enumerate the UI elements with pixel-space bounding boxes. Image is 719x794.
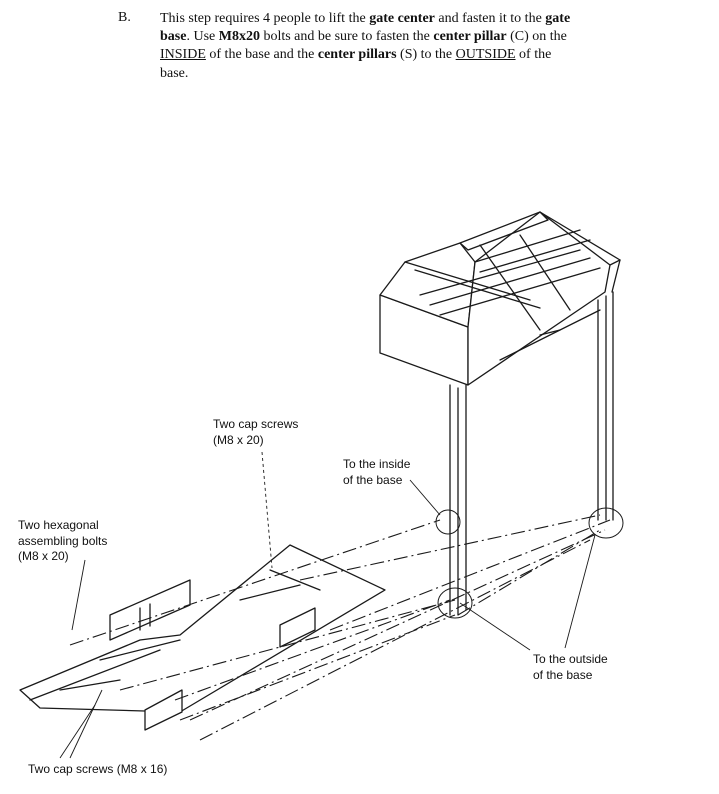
step-text-part: of the base.	[160, 47, 552, 81]
step-text-part: and fasten it to the	[434, 11, 546, 26]
inside-term: INSIDE	[160, 47, 206, 63]
cap-screws-top-callout: Two cap screws (M8 x 20)	[213, 417, 298, 448]
step-text-part: (S) to the	[396, 47, 456, 63]
cap-screws-bottom-callout: Two cap screws (M8 x 16)	[28, 762, 167, 778]
step-text-part: (C) on the	[506, 29, 567, 45]
callout-line: (M8 x 20)	[18, 549, 69, 564]
callout-line: Two hexagonal	[18, 518, 99, 532]
callout-line: (M8 x 20)	[213, 432, 264, 447]
callout-line: To the outside	[533, 652, 608, 666]
outside-callout: To the outside of the base	[533, 652, 608, 683]
inside-detail-circle	[435, 509, 461, 535]
callout-line: To the inside	[343, 457, 411, 471]
callout-line: assembling bolts	[18, 533, 108, 548]
gate-base	[19, 544, 386, 731]
center-pillars-term: center pillars	[317, 47, 397, 63]
step-text-part: of the base and the	[205, 47, 318, 63]
outside-term: OUTSIDE	[455, 47, 516, 63]
alignment-lines	[69, 514, 611, 741]
step-text-part: This step requires 4 people to lift the	[160, 11, 370, 26]
gate-base-term: gate base	[160, 11, 571, 45]
detail-circles	[435, 507, 624, 619]
outside-detail-circle	[437, 587, 473, 619]
step-text-part: . Use	[186, 29, 219, 45]
leader-lines	[59, 451, 596, 759]
inside-callout: To the inside of the base	[343, 457, 410, 488]
bolt-spec-term: M8x20	[218, 29, 260, 45]
step-instructions: This step requires 4 people to lift the …	[160, 10, 580, 83]
outside-detail-circle	[588, 507, 624, 539]
center-pillar-c	[449, 384, 467, 616]
gate-center-term: gate center	[369, 11, 435, 26]
callout-line: of the base	[343, 472, 403, 487]
gate-center-header	[379, 211, 621, 386]
center-pillar-s	[597, 291, 614, 521]
callout-line: Two cap screws (M8 x 16)	[28, 762, 168, 776]
step-label: B.	[118, 10, 131, 25]
center-pillar-term: center pillar	[433, 29, 507, 45]
callout-line: of the base	[533, 667, 593, 682]
step-text-part: bolts and be sure to fasten the	[259, 29, 434, 45]
callout-line: Two cap screws	[213, 417, 299, 431]
hex-bolts-callout: Two hexagonal assembling bolts (M8 x 20)	[18, 518, 107, 565]
